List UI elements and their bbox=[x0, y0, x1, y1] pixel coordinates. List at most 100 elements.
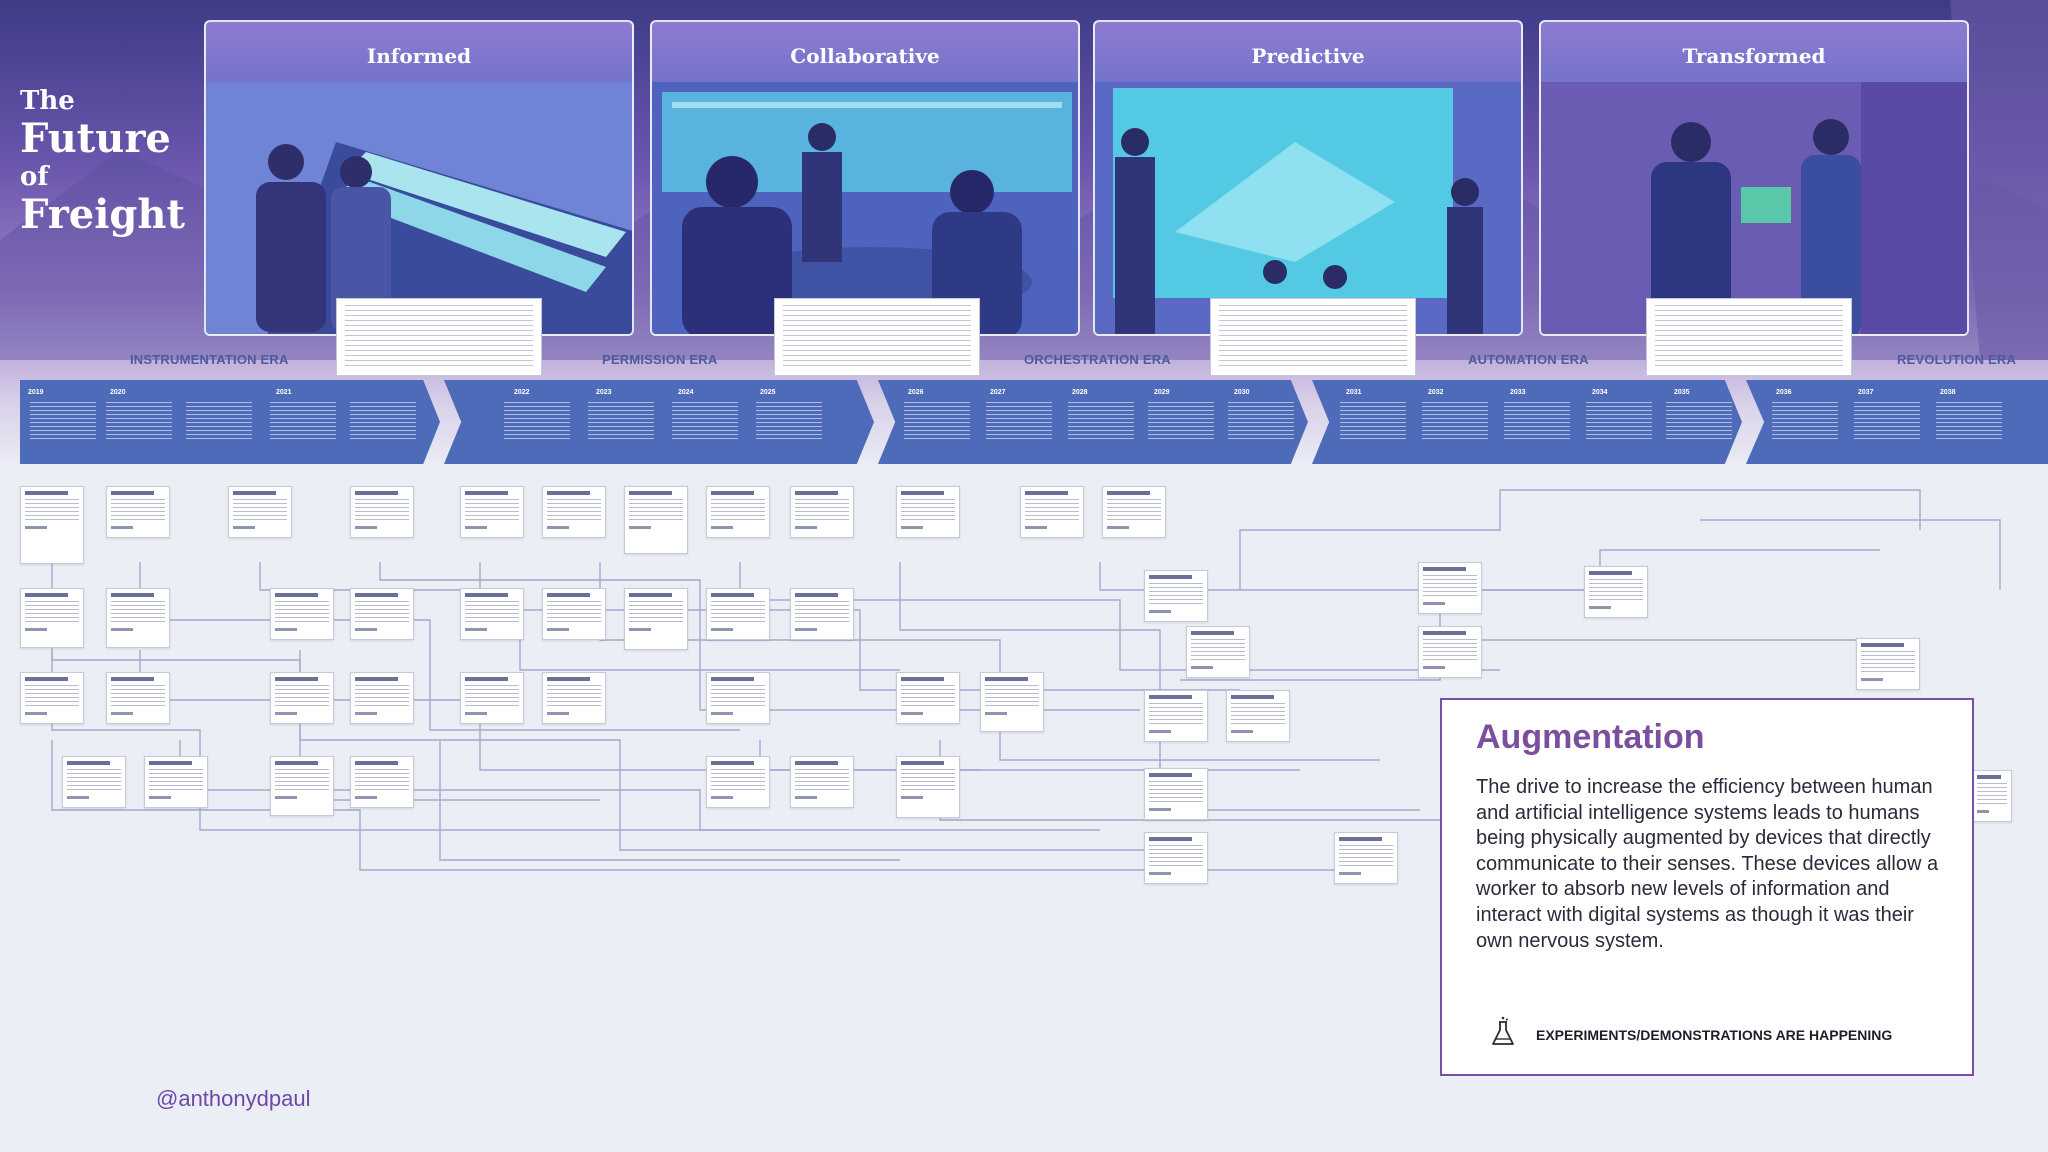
tech-node[interactable] bbox=[1856, 638, 1920, 690]
year-label: 2034 bbox=[1592, 389, 1608, 396]
era-caption-predictive bbox=[1210, 298, 1416, 376]
era-panel-title: Collaborative bbox=[790, 44, 940, 68]
era-panel-transformed: Transformed bbox=[1539, 20, 1969, 336]
tech-node[interactable] bbox=[896, 486, 960, 538]
rail-yard-illustration bbox=[206, 82, 632, 334]
timeline-segment: 2026 2027 2028 2029 2030 bbox=[878, 380, 1308, 464]
flask-icon bbox=[1490, 1016, 1516, 1053]
tech-node[interactable] bbox=[270, 588, 334, 640]
tech-node[interactable] bbox=[1418, 626, 1482, 678]
tech-node[interactable] bbox=[706, 756, 770, 808]
timeline-segment: 2036 2037 2038 bbox=[1746, 380, 2048, 464]
augmentation-detail-card: Augmentation The drive to increase the e… bbox=[1440, 698, 1974, 1076]
year-label: 2021 bbox=[276, 389, 292, 396]
tech-node[interactable] bbox=[350, 486, 414, 538]
tech-node[interactable] bbox=[706, 588, 770, 640]
timeline-band: 2019 2020 2021 2022 2023 2024 2025 2026 … bbox=[20, 380, 2048, 464]
tech-node[interactable] bbox=[896, 756, 960, 818]
year-label: 2031 bbox=[1346, 389, 1362, 396]
era-caption-informed bbox=[336, 298, 542, 376]
year-label: 2025 bbox=[760, 389, 776, 396]
era-label-automation: AUTOMATION ERA bbox=[1468, 352, 1589, 367]
year-label: 2029 bbox=[1154, 389, 1170, 396]
tech-node[interactable] bbox=[1144, 832, 1208, 884]
era-panel-predictive: Predictive bbox=[1093, 20, 1523, 336]
technology-network bbox=[0, 470, 2048, 890]
tech-node[interactable] bbox=[350, 756, 414, 808]
tech-node[interactable] bbox=[624, 486, 688, 554]
era-panel-title: Transformed bbox=[1682, 44, 1826, 68]
tech-node[interactable] bbox=[270, 756, 334, 816]
tech-node[interactable] bbox=[1584, 566, 1648, 618]
year-label: 2020 bbox=[110, 389, 126, 396]
card-description: The drive to increase the efficiency bet… bbox=[1476, 776, 1939, 952]
tech-node[interactable] bbox=[460, 588, 524, 640]
tech-node[interactable] bbox=[1334, 832, 1398, 884]
timeline-segment: 2031 2032 2033 2034 2035 bbox=[1312, 380, 1742, 464]
era-panel-title: Informed bbox=[366, 44, 472, 68]
tech-node[interactable] bbox=[542, 672, 606, 724]
maturity-status: EXPERIMENTS/DEMONSTRATIONS ARE HAPPENING bbox=[1490, 1016, 1892, 1053]
year-label: 2027 bbox=[990, 389, 1006, 396]
tech-node[interactable] bbox=[1144, 768, 1208, 820]
tech-node[interactable] bbox=[624, 588, 688, 650]
year-label: 2037 bbox=[1858, 389, 1874, 396]
tech-node[interactable] bbox=[1418, 562, 1482, 614]
tech-node[interactable] bbox=[106, 588, 170, 648]
year-label: 2024 bbox=[678, 389, 694, 396]
year-label: 2028 bbox=[1072, 389, 1088, 396]
analytics-illustration bbox=[1095, 82, 1521, 334]
tech-node[interactable] bbox=[20, 486, 84, 564]
tech-node[interactable] bbox=[106, 672, 170, 724]
era-caption-collaborative bbox=[774, 298, 980, 376]
tech-node[interactable] bbox=[1144, 690, 1208, 742]
tech-node[interactable] bbox=[1144, 570, 1208, 622]
era-panel-collaborative: Collaborative bbox=[650, 20, 1080, 336]
tech-node[interactable] bbox=[790, 486, 854, 538]
year-label: 2022 bbox=[514, 389, 530, 396]
era-panel-informed: Informed bbox=[204, 20, 634, 336]
tech-node[interactable] bbox=[706, 672, 770, 724]
author-handle: @anthonydpaul bbox=[156, 1086, 311, 1111]
timeline-segment: 2022 2023 2024 2025 bbox=[444, 380, 874, 464]
tech-node[interactable] bbox=[706, 486, 770, 538]
title-line-freight: Freight bbox=[20, 191, 185, 238]
tech-node[interactable] bbox=[228, 486, 292, 538]
era-label-orchestration: ORCHESTRATION ERA bbox=[1024, 352, 1171, 367]
era-label-instrumentation: INSTRUMENTATION ERA bbox=[130, 352, 289, 367]
tech-node[interactable] bbox=[350, 588, 414, 640]
tech-node[interactable] bbox=[62, 756, 126, 808]
title-line-the: The bbox=[20, 86, 75, 116]
tech-node[interactable] bbox=[790, 756, 854, 808]
tech-node[interactable] bbox=[1972, 770, 2012, 822]
year-label: 2032 bbox=[1428, 389, 1444, 396]
tech-node[interactable] bbox=[1020, 486, 1084, 538]
tech-node[interactable] bbox=[542, 588, 606, 640]
tech-node[interactable] bbox=[106, 486, 170, 538]
tech-node[interactable] bbox=[20, 588, 84, 648]
handoff-illustration bbox=[1541, 82, 1967, 334]
tech-node[interactable] bbox=[460, 672, 524, 724]
tech-node[interactable] bbox=[270, 672, 334, 724]
tech-node[interactable] bbox=[1226, 690, 1290, 742]
timeline-segment: 2019 2020 2021 bbox=[20, 380, 440, 464]
tech-node[interactable] bbox=[460, 486, 524, 538]
tech-node[interactable] bbox=[350, 672, 414, 724]
page-title: The Future of Freight bbox=[20, 86, 185, 238]
year-label: 2036 bbox=[1776, 389, 1792, 396]
tech-node[interactable] bbox=[1102, 486, 1166, 538]
year-label: 2026 bbox=[908, 389, 924, 396]
tech-node[interactable] bbox=[1186, 626, 1250, 678]
year-label: 2038 bbox=[1940, 389, 1956, 396]
tech-node[interactable] bbox=[896, 672, 960, 724]
tech-node[interactable] bbox=[20, 672, 84, 724]
tech-node[interactable] bbox=[542, 486, 606, 538]
era-panel-title: Predictive bbox=[1251, 44, 1365, 68]
tech-node[interactable] bbox=[144, 756, 208, 808]
year-label: 2035 bbox=[1674, 389, 1690, 396]
title-line-future: Future bbox=[20, 115, 171, 162]
tech-node[interactable] bbox=[790, 588, 854, 640]
tech-node[interactable] bbox=[980, 672, 1044, 732]
era-label-revolution: REVOLUTION ERA bbox=[1897, 352, 2017, 367]
year-label: 2019 bbox=[28, 389, 44, 396]
